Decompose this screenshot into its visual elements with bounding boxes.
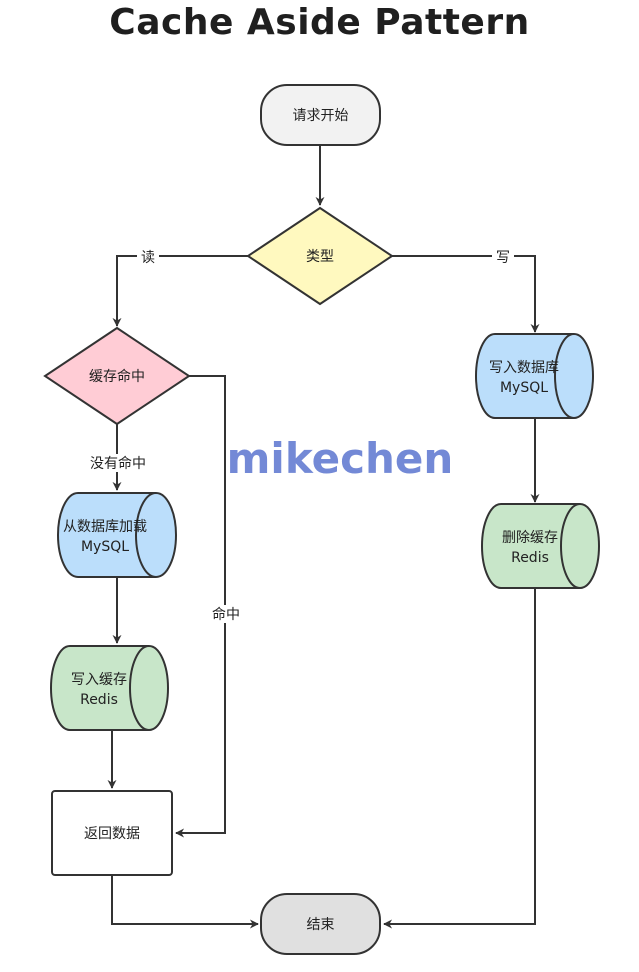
watermark-text: mikechen (227, 434, 454, 483)
start-label: 请求开始 (293, 108, 349, 124)
edge-cache-to-return-data (175, 375, 226, 838)
end-node: 结束 (260, 893, 381, 955)
type-label: 类型 (306, 249, 334, 265)
delete-cache-node: 删除缓存 Redis (481, 503, 600, 589)
return-data-node: 返回数据 (51, 790, 173, 876)
delete-cache-line1: 删除缓存 (502, 530, 558, 546)
edge-delete-cache-to-end (383, 588, 536, 929)
write-db-line1: 写入数据库 (489, 360, 559, 376)
return-data-label: 返回数据 (84, 826, 140, 842)
write-db-line2: MySQL (500, 380, 548, 396)
diagram-title: Cache Aside Pattern (109, 2, 530, 43)
svg-text:写: 写 (496, 250, 510, 266)
edge-label-miss: 没有命中 (84, 454, 152, 472)
edge-return-data-to-end (111, 875, 259, 929)
load-db-node: 从数据库加载 MySQL (57, 492, 177, 578)
svg-text:读: 读 (141, 249, 155, 266)
cache-hit-label: 缓存命中 (89, 368, 145, 385)
end-label: 结束 (307, 917, 335, 933)
write-cache-node: 写入缓存 Redis (50, 645, 169, 731)
svg-text:命中: 命中 (212, 606, 240, 623)
svg-text:没有命中: 没有命中 (90, 455, 146, 472)
load-db-line1: 从数据库加载 (63, 519, 147, 535)
write-db-node: 写入数据库 MySQL (475, 333, 594, 419)
edge-type-to-cache-hit (112, 255, 248, 327)
cache-hit-decision: 缓存命中 (43, 326, 191, 426)
edge-label-write: 写 (492, 248, 514, 266)
type-decision: 类型 (246, 206, 394, 306)
load-db-line2: MySQL (81, 539, 129, 555)
edge-type-to-write-db (392, 255, 540, 333)
edge-label-hit: 命中 (208, 605, 244, 623)
write-cache-line2: Redis (80, 692, 118, 708)
delete-cache-line2: Redis (511, 550, 549, 566)
write-cache-line1: 写入缓存 (71, 672, 127, 688)
start-node: 请求开始 (260, 84, 381, 146)
edge-label-read: 读 (137, 248, 159, 266)
